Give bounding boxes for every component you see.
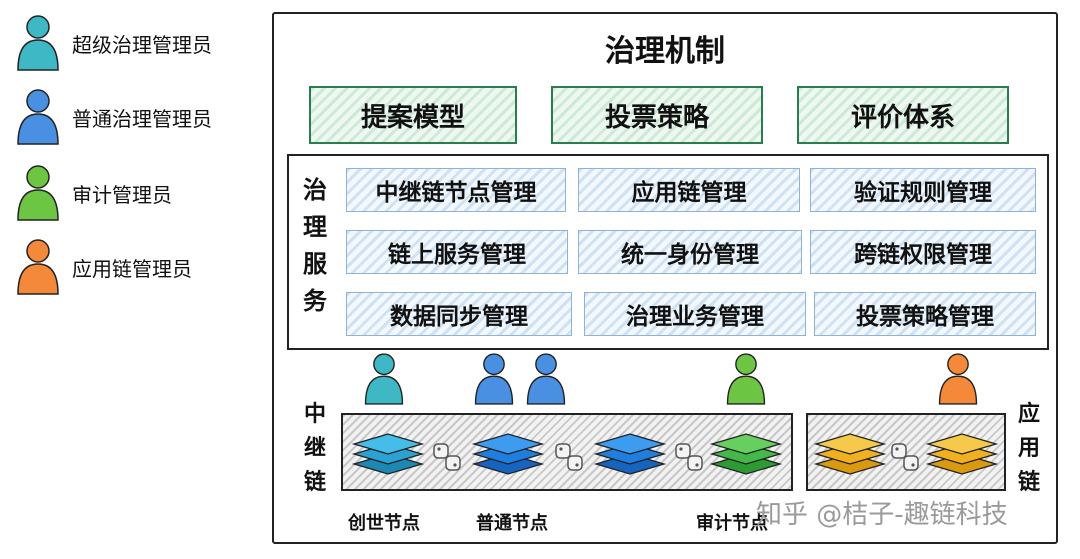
audit-admin-icon [17, 165, 59, 221]
normal-admin-icon [526, 353, 566, 405]
governance-frame [272, 12, 1058, 544]
watermark: 知乎 @桔子-趣链科技 [756, 500, 1008, 530]
service-label-char: 务 [303, 287, 327, 315]
normal-admin-icon [474, 353, 514, 405]
service-crosschain-permission-mgmt: 跨链权限管理 [810, 230, 1036, 274]
genesis-node-label: 创世节点 [348, 513, 420, 534]
service-governance-business-mgmt: 治理业务管理 [584, 292, 806, 336]
legend-label: 审计管理员 [72, 182, 172, 207]
normal-node-label: 普通节点 [476, 513, 548, 534]
relay-label-char: 继 [303, 436, 326, 461]
python-link-icon [555, 443, 583, 471]
legend-label: 超级治理管理员 [72, 32, 212, 57]
relay-label-char: 链 [303, 470, 326, 495]
genesis-node-stack-icon [351, 433, 425, 475]
mechanism-proposal-model: 提案模型 [309, 86, 517, 144]
app-label-char: 用 [1017, 436, 1040, 461]
service-label-char: 理 [303, 213, 327, 241]
relay-label-char: 中 [303, 402, 326, 427]
service-vertical-label: 治 理 服 务 [300, 172, 330, 320]
appchain-node-stack-icon [925, 433, 999, 475]
super-admin-icon [17, 15, 59, 71]
relay-chain-label: 中 继 链 [300, 398, 330, 500]
legend-item-audit-admin: 审计管理员 [12, 162, 172, 224]
legend-label: 普通治理管理员 [72, 106, 212, 131]
app-label-char: 应 [1017, 402, 1040, 427]
service-identity-mgmt: 统一身份管理 [578, 230, 802, 274]
mechanism-evaluation-system: 评价体系 [797, 86, 1009, 144]
service-voting-strategy-mgmt: 投票策略管理 [814, 292, 1036, 336]
python-link-icon [675, 443, 703, 471]
service-label-char: 服 [303, 250, 327, 278]
legend-item-super-admin: 超级治理管理员 [12, 12, 212, 74]
normal-admin-icon [17, 89, 59, 145]
app-chain-label: 应 用 链 [1014, 398, 1044, 500]
appchain-admin-icon [17, 239, 59, 295]
normal-node-stack-icon [593, 433, 667, 475]
audit-admin-icon [726, 353, 766, 405]
appchain-node-stack-icon [813, 433, 887, 475]
appchain-admin-icon [938, 353, 978, 405]
audit-node-stack-icon [709, 433, 783, 475]
mechanism-voting-strategy: 投票策略 [551, 86, 763, 144]
app-label-char: 链 [1017, 470, 1040, 495]
diagram-title: 治理机制 [605, 34, 725, 69]
service-appchain-mgmt: 应用链管理 [578, 168, 800, 212]
python-link-icon [891, 443, 919, 471]
python-link-icon [433, 443, 461, 471]
service-onchain-service-mgmt: 链上服务管理 [346, 230, 568, 274]
audit-node-label: 审计节点 [696, 513, 768, 534]
service-data-sync-mgmt: 数据同步管理 [346, 292, 572, 336]
legend-label: 应用链管理员 [72, 256, 192, 281]
super-admin-icon [364, 353, 404, 405]
service-relay-node-mgmt: 中继链节点管理 [346, 168, 566, 212]
legend-item-appchain-admin: 应用链管理员 [12, 236, 192, 298]
normal-node-stack-icon [471, 433, 545, 475]
legend-item-normal-admin: 普通治理管理员 [12, 86, 212, 148]
service-validation-rule-mgmt: 验证规则管理 [810, 168, 1036, 212]
governance-services-frame [287, 154, 1049, 350]
service-label-char: 治 [303, 176, 327, 204]
